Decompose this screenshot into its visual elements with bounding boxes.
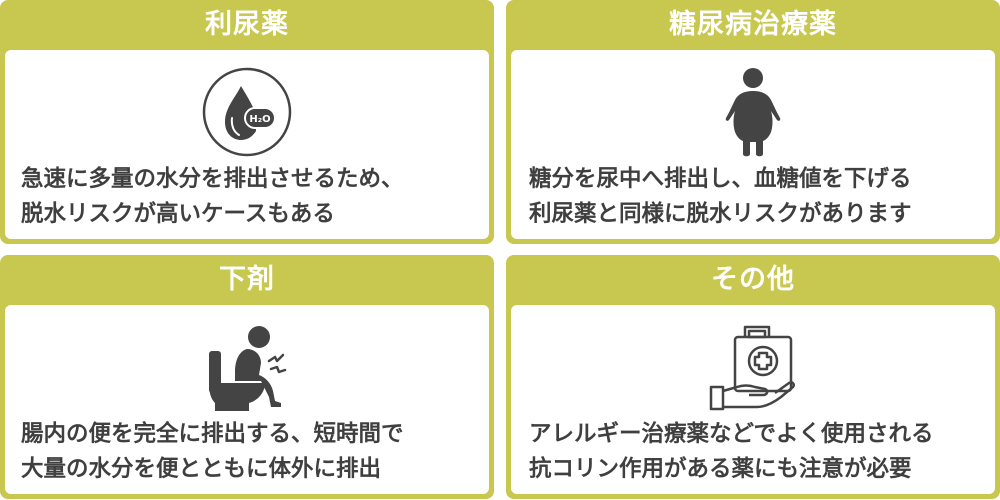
card-description: 腸内の便を完全に排出する、短時間で 大量の水分を便とともに体外に排出: [21, 417, 479, 487]
card-body: 腸内の便を完全に排出する、短時間で 大量の水分を便とともに体外に排出: [5, 305, 489, 494]
water-drop-h2o-icon: H₂O: [197, 62, 297, 162]
card-title: 糖尿病治療薬: [669, 9, 837, 40]
description-line: 利尿薬と同様に脱水リスクがあります: [529, 201, 912, 227]
description-line: 腸内の便を完全に排出する、短時間で: [21, 421, 404, 447]
card-others: その他 アレルギー治療薬: [506, 255, 1000, 499]
description-line: 脱水リスクが高いケースもある: [21, 201, 335, 227]
description-line: 大量の水分を便とともに体外に排出: [21, 456, 382, 482]
card-diuretics: 利尿薬 H₂O 急速に多量の水分を排出させるため、 脱水リスクが高いケースもある: [0, 0, 494, 244]
card-diabetes-medication: 糖尿病治療薬 糖分を尿中へ排出し、血糖値を下げる 利尿薬と同様に脱水リスクがあり…: [506, 0, 1000, 244]
card-title: 下剤: [219, 264, 275, 295]
description-line: アレルギー治療薬などでよく使用される: [529, 421, 934, 447]
card-body: H₂O 急速に多量の水分を排出させるため、 脱水リスクが高いケースもある: [5, 50, 489, 239]
obese-person-icon: [703, 62, 803, 162]
card-description: 急速に多量の水分を排出させるため、 脱水リスクが高いケースもある: [21, 162, 479, 232]
card-body: 糖分を尿中へ排出し、血糖値を下げる 利尿薬と同様に脱水リスクがあります: [511, 50, 995, 239]
medical-kit-hand-icon: [703, 317, 803, 417]
card-description: 糖分を尿中へ排出し、血糖値を下げる 利尿薬と同様に脱水リスクがあります: [529, 162, 985, 232]
description-line: 糖分を尿中へ排出し、血糖値を下げる: [529, 166, 912, 192]
card-description: アレルギー治療薬などでよく使用される 抗コリン作用がある薬にも注意が必要: [529, 417, 985, 487]
card-title: その他: [711, 264, 795, 295]
card-title: 利尿薬: [205, 9, 289, 40]
description-line: 急速に多量の水分を排出させるため、: [21, 166, 404, 192]
card-body: アレルギー治療薬などでよく使用される 抗コリン作用がある薬にも注意が必要: [511, 305, 995, 494]
svg-text:H₂O: H₂O: [249, 114, 270, 125]
person-on-toilet-icon: [197, 317, 297, 417]
description-line: 抗コリン作用がある薬にも注意が必要: [529, 456, 912, 482]
card-laxatives: 下剤 腸内の便を完全に排出する、短時間で 大量の水分を便とともに体外に排出: [0, 255, 494, 499]
